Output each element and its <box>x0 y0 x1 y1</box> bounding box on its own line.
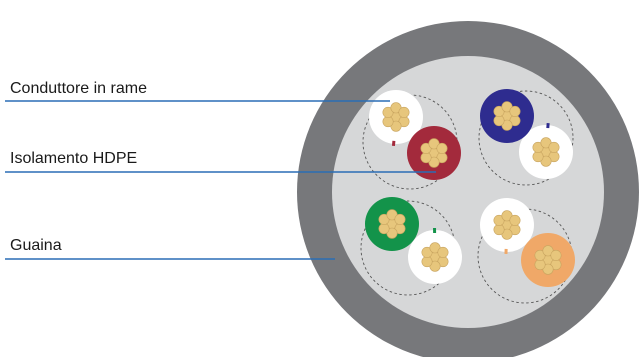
pair-4-white-copper-strand <box>493 224 505 236</box>
pair-4 <box>477 198 575 304</box>
pair-1 <box>362 90 461 190</box>
pair-2 <box>478 89 574 186</box>
pair-3-white-copper-strand <box>437 246 449 258</box>
pair-4-white-copper-strand <box>509 214 521 226</box>
pair-1-colored-copper-strand <box>420 152 432 164</box>
pair-2-colored-copper-strand <box>509 105 521 117</box>
pair-3-colored-copper-strand <box>378 223 390 235</box>
pair-3-white-copper-strand <box>421 256 433 268</box>
core-area <box>332 56 604 328</box>
pair-2-colored-copper-strand <box>493 115 505 127</box>
sheath-label: Guaina <box>10 237 62 254</box>
pair-3 <box>360 197 462 296</box>
pair-1-white-copper-strand <box>382 116 394 128</box>
twisted-pairs <box>360 89 575 304</box>
pair-3-colored-copper-strand <box>394 213 406 225</box>
pair-2-white-copper-strand <box>532 151 544 163</box>
pair-2-outline <box>478 90 574 186</box>
conductor-label: Conduttore in rame <box>10 80 147 97</box>
pair-4-colored-copper-strand <box>534 259 546 271</box>
insulation-label: Isolamento HDPE <box>10 150 137 167</box>
pair-4-colored-copper-strand <box>550 249 562 261</box>
pair-2-white-copper-strand <box>548 141 560 153</box>
pair-1-colored-copper-strand <box>436 142 448 154</box>
pair-1-white-copper-strand <box>398 106 410 118</box>
